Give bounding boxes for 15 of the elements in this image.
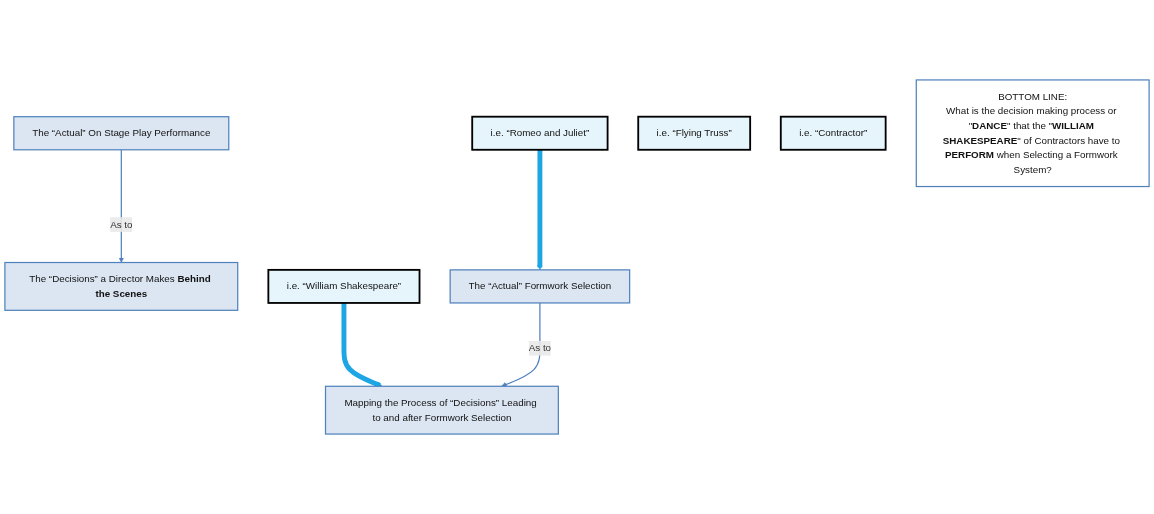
node-box: i.e. “William Shakespeare” — [267, 268, 421, 304]
node-box: The “Actual” Formwork Selection — [449, 269, 631, 304]
node-box: The “Decisions” a Director Makes Behind the Scenes — [4, 261, 239, 311]
node-box: The “Actual” On Stage Play Performance — [13, 116, 230, 151]
node-box: BOTTOM LINE: What is the decision making process or "DANCE" that the "WILLIAM SHAKESPEARE" of Contractors have to PERFORM when Selecting a Formwork System? — [915, 79, 1150, 188]
edge-label: As to — [528, 342, 552, 354]
node-box: i.e. “Romeo and Juliet” — [471, 115, 609, 151]
node-box: i.e. “Flying Truss” — [637, 115, 752, 151]
edge-label: As to — [110, 219, 133, 230]
node-box: i.e. “Contractor” — [779, 115, 887, 151]
arrow — [341, 302, 383, 388]
node-box: Mapping the Process of “Decisions” Leading to and after Formwork Selection — [324, 385, 559, 435]
arrow — [501, 302, 541, 387]
arrow — [118, 149, 124, 263]
arrow — [537, 149, 543, 271]
